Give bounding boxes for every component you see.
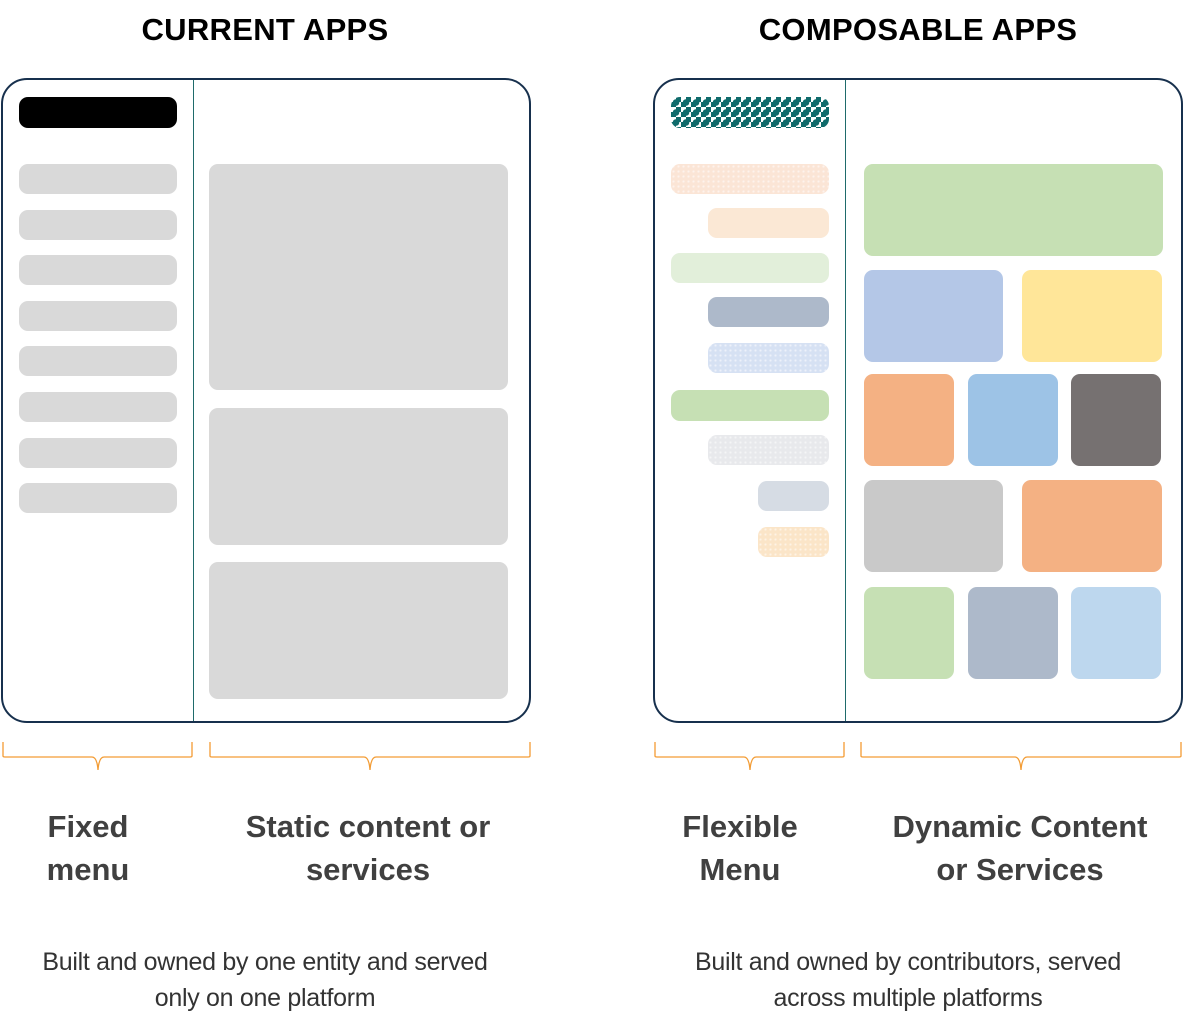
static-content-label: Static content or services — [208, 805, 528, 891]
flexible-menu-item — [671, 164, 829, 194]
flexible-menu-item — [671, 390, 829, 421]
dynamic-content-label: Dynamic Content or Services — [860, 805, 1180, 891]
flexible-menu-label-line: Flexible — [682, 809, 798, 844]
flexible-menu-item — [671, 253, 829, 283]
flexible-menu-item — [758, 481, 829, 511]
description-line: Built and owned by contributors, served — [694, 948, 1122, 976]
dynamic-content-tile — [1022, 270, 1162, 362]
dynamic-content-tile — [1022, 480, 1162, 572]
static-content-bracket — [209, 742, 531, 771]
dynamic-content-tile — [864, 164, 1163, 256]
composable-brackets — [654, 742, 1182, 771]
fixed-menu-item — [19, 346, 177, 377]
dynamic-content-label-line: Dynamic Content — [892, 809, 1148, 844]
flexible-menu-label-line: Menu — [699, 852, 781, 887]
dynamic-content-tile — [864, 587, 954, 679]
static-content-block — [209, 408, 508, 545]
fixed-menu-item — [19, 300, 177, 331]
dynamic-content-tile — [864, 270, 1003, 362]
composable-app-divider — [845, 80, 846, 721]
dynamic-content-label-line: or Services — [936, 852, 1104, 887]
description-line: only on one platform — [154, 984, 376, 1012]
composable-app-header-bar — [671, 97, 829, 128]
fixed-menu-label-line: menu — [46, 852, 130, 887]
current-app-divider — [193, 80, 194, 721]
current-apps-title: CURRENT APPS — [141, 12, 389, 47]
fixed-menu-label-line: Fixed — [47, 809, 129, 844]
static-content-block — [209, 164, 508, 390]
flexible-menu-item — [708, 343, 829, 373]
description-line: Built and owned by one entity and served — [42, 948, 488, 976]
dynamic-content-tile — [1071, 587, 1161, 679]
composable-apps-description: Built and owned by contributors, served … — [643, 944, 1173, 1016]
flexible-menu-item — [708, 208, 829, 238]
current-app-header-bar — [19, 97, 177, 128]
fixed-menu-item — [19, 164, 177, 194]
flexible-menu-bracket — [654, 742, 845, 771]
fixed-menu-item — [19, 392, 177, 422]
static-content-label-line: services — [305, 852, 431, 887]
fixed-menu-item — [19, 483, 177, 514]
flexible-menu-item — [708, 297, 829, 327]
dynamic-content-tile — [968, 374, 1058, 466]
static-content-block — [209, 562, 508, 699]
composable-apps-title: COMPOSABLE APPS — [758, 12, 1078, 47]
flexible-menu-item — [708, 435, 829, 465]
dynamic-content-tile — [1071, 374, 1161, 466]
fixed-menu-label: Fixed menu — [18, 805, 158, 891]
current-brackets — [2, 742, 531, 771]
fixed-menu-item — [19, 255, 177, 286]
description-line: across multiple platforms — [773, 984, 1043, 1012]
dynamic-content-bracket — [860, 742, 1182, 771]
dynamic-content-tile — [864, 374, 954, 466]
flexible-menu-label: Flexible Menu — [660, 805, 820, 891]
static-content-label-line: Static content or — [245, 809, 491, 844]
dynamic-content-tile — [864, 480, 1003, 572]
fixed-menu-item — [19, 437, 177, 468]
dynamic-content-tile — [968, 587, 1058, 679]
fixed-menu-item — [19, 209, 177, 240]
fixed-menu-bracket — [2, 742, 193, 771]
current-apps-description: Built and owned by one entity and served… — [0, 944, 530, 1016]
flexible-menu-item — [758, 527, 829, 557]
